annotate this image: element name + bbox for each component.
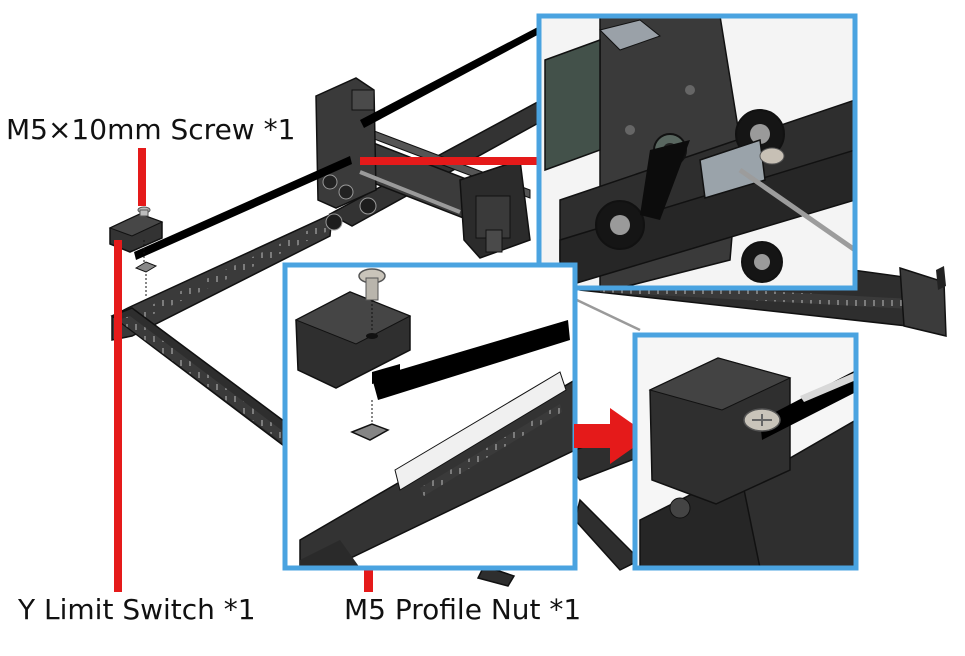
zoom-frame-exploded xyxy=(282,262,578,571)
limit-switch-label: Y Limit Switch *1 xyxy=(18,593,256,626)
right-arrow-icon xyxy=(574,408,650,464)
zoom-box-assembled xyxy=(632,332,859,571)
screw-label: M5×10mm Screw *1 xyxy=(6,113,296,146)
zoom-box-gantry xyxy=(536,13,858,291)
y-belt xyxy=(134,156,352,260)
limit-switch-small xyxy=(108,206,164,296)
profile-nut xyxy=(350,423,390,441)
switch-callout-line xyxy=(114,240,122,592)
profile-nut-label: M5 Profile Nut *1 xyxy=(344,593,582,626)
top-belt xyxy=(360,18,558,128)
x-gantry xyxy=(315,77,531,259)
screw-part xyxy=(358,268,386,301)
right-end-block xyxy=(899,266,947,337)
zoom-box-exploded xyxy=(282,262,578,571)
screw-callout-line xyxy=(138,148,146,206)
zoom-frame-assembled xyxy=(632,332,859,571)
zoom-frame-gantry xyxy=(536,13,858,291)
gantry-callout-line xyxy=(360,157,540,165)
